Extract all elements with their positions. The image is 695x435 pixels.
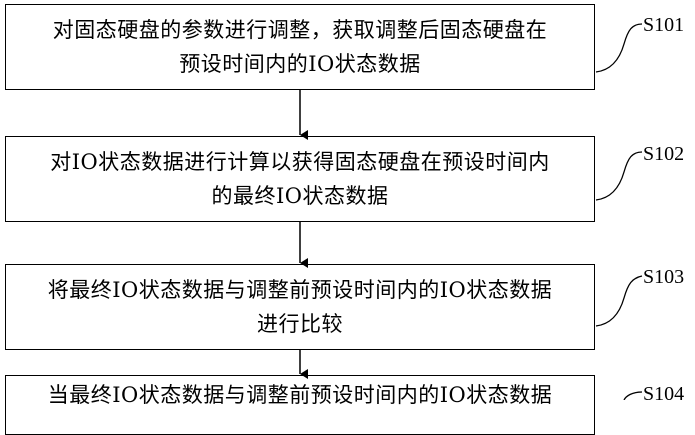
connector-layer (299, 23, 643, 400)
leader-line-s101 (595, 23, 643, 73)
step-text-s102-line1: 对IO状态数据进行计算以获得固态硬盘在预设时间内 (50, 150, 550, 174)
leader-line-s103 (595, 275, 643, 327)
step-text-s103-line1: 将最终IO状态数据与调整前预设时间内的IO状态数据 (47, 278, 553, 302)
step-text-s102: 对IO状态数据进行计算以获得固态硬盘在预设时间内 的最终IO状态数据 (50, 145, 550, 213)
step-text-s101: 对固态硬盘的参数进行调整，获取调整后固态硬盘在 预设时间内的IO状态数据 (53, 13, 548, 81)
step-text-s101-line1: 对固态硬盘的参数进行调整，获取调整后固态硬盘在 (52, 18, 548, 42)
step-label-s103: S103 (643, 266, 685, 288)
step-text-s103-line2: 进行比较 (257, 312, 343, 336)
leader-line-s104 (623, 391, 643, 400)
step-text-s101-line2: 预设时间内的IO状态数据 (179, 52, 421, 76)
step-box-s102: 对IO状态数据进行计算以获得固态硬盘在预设时间内 的最终IO状态数据 (5, 136, 595, 222)
step-text-s103: 将最终IO状态数据与调整前预设时间内的IO状态数据 进行比较 (48, 273, 553, 341)
leader-line-s102 (595, 151, 643, 201)
step-text-s102-line2: 的最终IO状态数据 (211, 184, 389, 208)
step-label-s102: S102 (643, 143, 685, 165)
step-box-s101: 对固态硬盘的参数进行调整，获取调整后固态硬盘在 预设时间内的IO状态数据 (5, 4, 595, 90)
step-label-s101: S101 (643, 14, 685, 36)
